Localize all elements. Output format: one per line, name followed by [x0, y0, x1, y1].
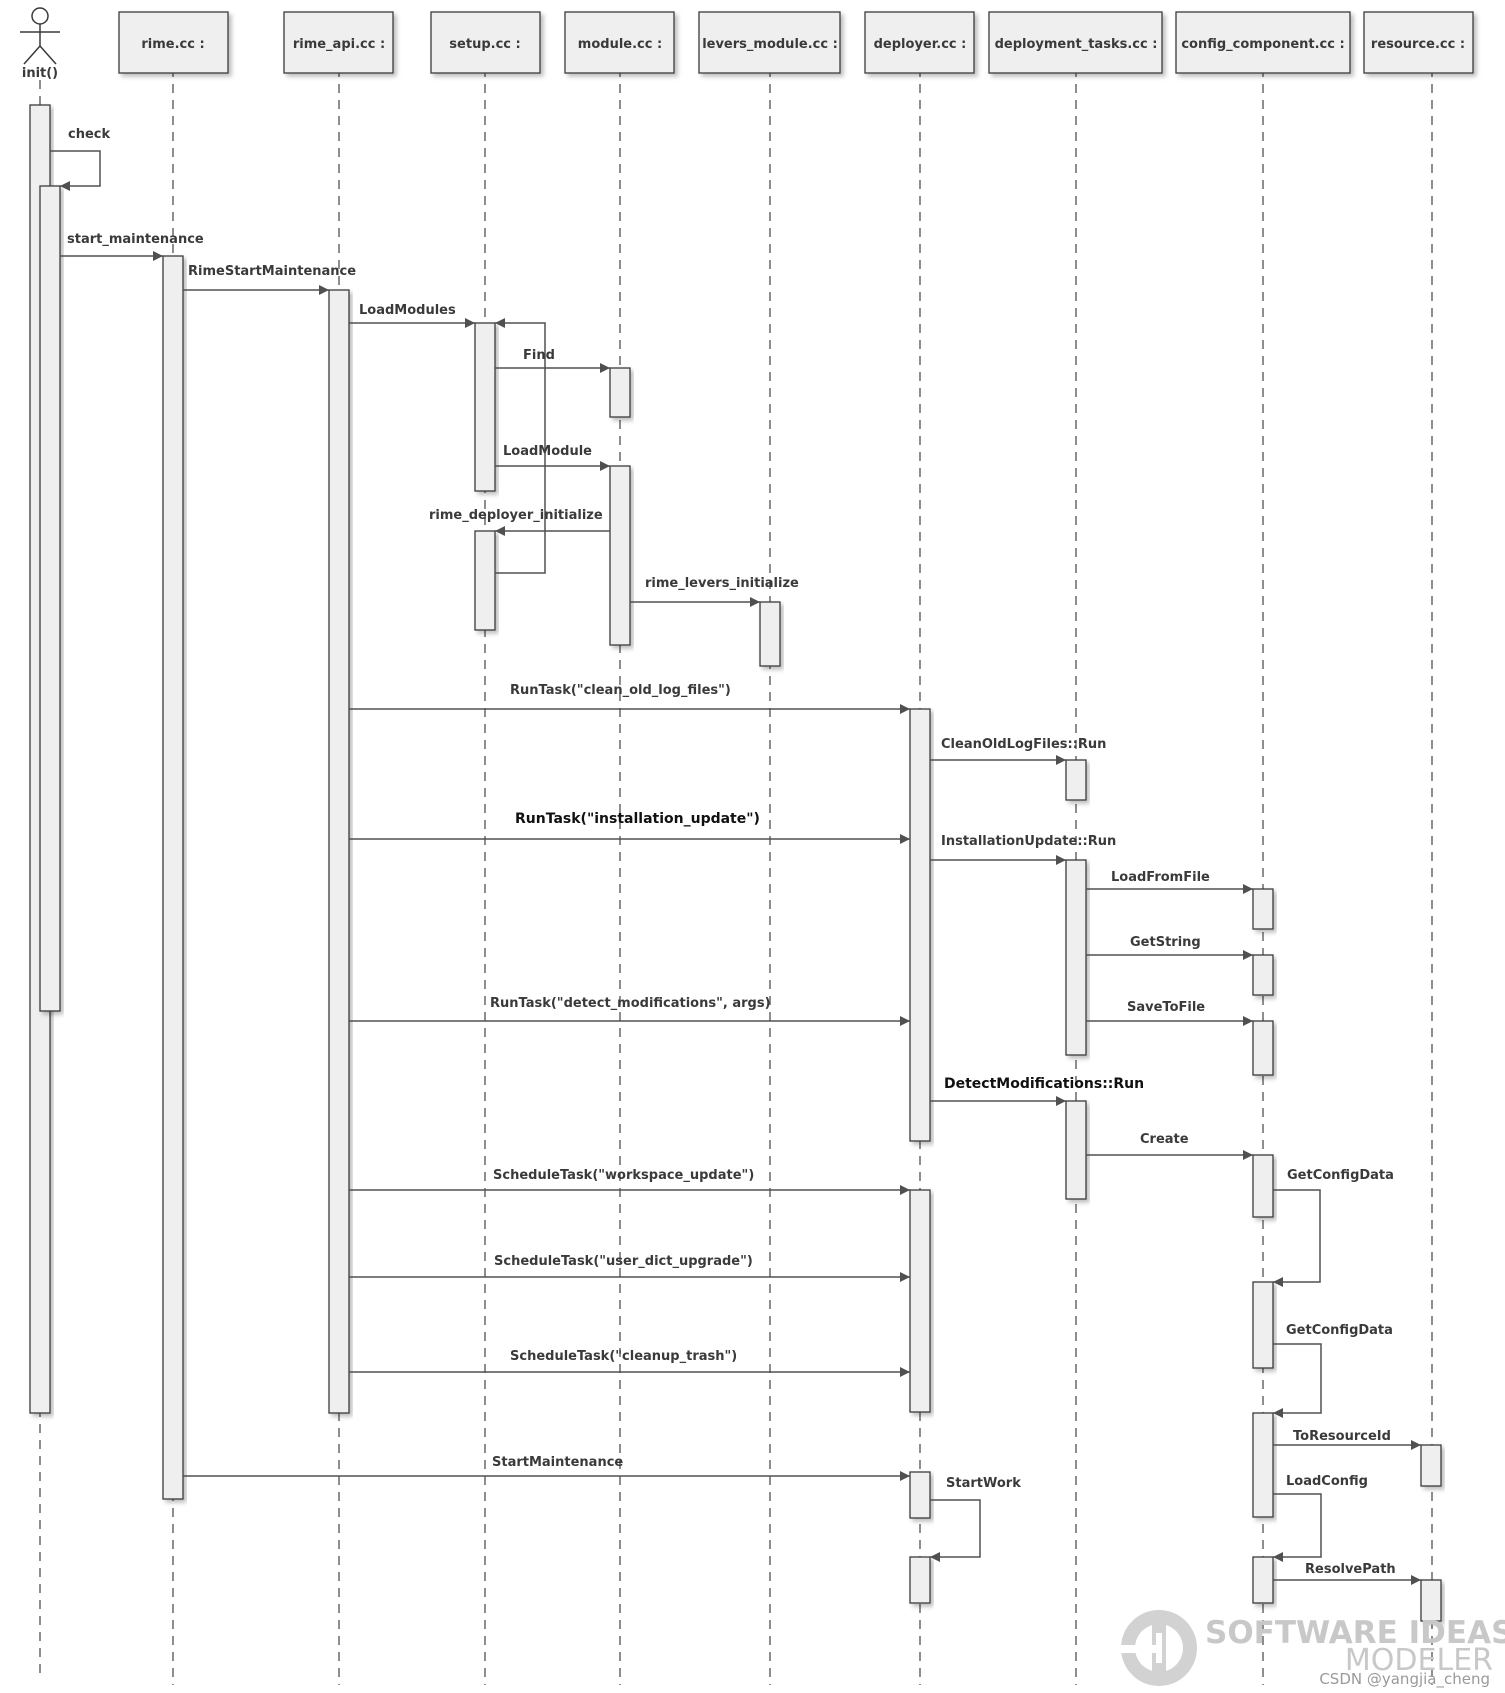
activation-bar	[474, 322, 496, 492]
activation-bar	[1252, 1020, 1274, 1076]
participant-levers-module[interactable]: levers_module.cc :	[698, 11, 841, 74]
participant-rime-api[interactable]: rime_api.cc :	[283, 11, 394, 74]
activation-bar	[1065, 859, 1087, 1056]
message-label: RunTask("detect_modifications", args)	[490, 996, 771, 1011]
message-label: ToResourceId	[1293, 1429, 1391, 1444]
message-label: StartWork	[946, 1476, 1021, 1491]
activation-bar	[909, 1189, 931, 1413]
activation-bar	[1065, 1100, 1087, 1200]
message-labels: check start_maintenance RimeStartMainten…	[67, 127, 1396, 1577]
activation-bar	[1252, 1154, 1274, 1218]
activation-bar	[1252, 954, 1274, 996]
message-arrows	[50, 150, 1421, 1585]
actor-stick-figure	[20, 7, 60, 65]
message-label: InstallationUpdate::Run	[941, 834, 1116, 849]
activation-bar	[39, 185, 61, 1012]
message-label: rime_deployer_initialize	[429, 508, 603, 523]
activation-bar	[909, 1556, 931, 1604]
message-label: RunTask("installation_update")	[515, 811, 760, 827]
message-label: ScheduleTask("cleanup_trash")	[510, 1349, 737, 1364]
participant-label: rime.cc :	[141, 37, 204, 52]
activation-bar	[1252, 1412, 1274, 1518]
software-ideas-logo	[1118, 1610, 1197, 1686]
activation-bar	[609, 465, 631, 646]
activation-bar	[909, 1471, 931, 1519]
message-arrow[interactable]	[930, 1499, 981, 1562]
activation-bar	[1252, 888, 1274, 930]
activation-bar	[609, 367, 631, 418]
participant-label: config_component.cc :	[1181, 37, 1344, 52]
message-label: LoadModules	[359, 303, 456, 318]
message-label: rime_levers_initialize	[645, 576, 799, 591]
message-label: ResolvePath	[1305, 1562, 1396, 1577]
activation-bar	[328, 289, 350, 1414]
message-label: start_maintenance	[67, 232, 204, 247]
message-label: GetString	[1130, 935, 1201, 950]
participant-deployer[interactable]: deployer.cc :	[864, 11, 975, 74]
message-label: DetectModifications::Run	[944, 1076, 1144, 1092]
participant-label: deployer.cc :	[874, 37, 967, 52]
participant-setup[interactable]: setup.cc :	[430, 11, 541, 74]
credit-text: CSDN @yangjia_cheng	[1319, 1670, 1490, 1689]
participant-module[interactable]: module.cc :	[564, 11, 675, 74]
actor-label: init()	[22, 66, 58, 81]
participant-label: module.cc :	[578, 37, 662, 52]
activation-bar	[474, 530, 496, 631]
message-label: CleanOldLogFiles::Run	[941, 737, 1106, 752]
participant-resource[interactable]: resource.cc :	[1363, 11, 1474, 74]
participant-rime[interactable]: rime.cc :	[118, 11, 229, 74]
message-label: LoadConfig	[1286, 1474, 1368, 1489]
participant-headers: rime.cc : rime_api.cc : setup.cc : modul…	[118, 11, 1474, 74]
message-arrow[interactable]	[50, 150, 101, 191]
message-label: LoadModule	[503, 444, 592, 459]
activation-bar	[162, 255, 184, 1500]
message-label: Find	[523, 348, 555, 363]
message-label: check	[68, 127, 110, 142]
participant-config-component[interactable]: config_component.cc :	[1175, 11, 1351, 74]
message-label: GetConfigData	[1286, 1323, 1393, 1338]
activation-bar	[1420, 1444, 1442, 1487]
participant-label: rime_api.cc :	[293, 37, 385, 52]
message-label: RunTask("clean_old_log_files")	[510, 683, 731, 698]
activation-bar	[1065, 759, 1087, 801]
activation-bars	[29, 104, 1442, 1622]
activation-bar	[1420, 1579, 1442, 1622]
participant-label: resource.cc :	[1371, 37, 1465, 52]
activation-bar	[759, 601, 781, 667]
message-arrow[interactable]	[1273, 1189, 1321, 1287]
participant-label: setup.cc :	[449, 37, 520, 52]
message-label: SaveToFile	[1127, 1000, 1205, 1015]
participant-label: levers_module.cc :	[702, 37, 838, 52]
lifelines	[39, 68, 1433, 1685]
message-arrow[interactable]	[495, 318, 546, 574]
message-arrow[interactable]	[1273, 1493, 1322, 1562]
message-label: Create	[1140, 1132, 1189, 1147]
message-label: ScheduleTask("workspace_update")	[493, 1168, 754, 1183]
participant-deployment-tasks[interactable]: deployment_tasks.cc :	[988, 11, 1163, 74]
message-label: ScheduleTask("user_dict_upgrade")	[494, 1254, 753, 1269]
watermark-line-2: MODELER	[1345, 1643, 1493, 1678]
watermark-line-1: SOFTWARE IDEAS	[1205, 1615, 1505, 1651]
message-arrow[interactable]	[1273, 1343, 1322, 1418]
participant-label: deployment_tasks.cc :	[995, 37, 1158, 52]
message-label: StartMaintenance	[492, 1455, 623, 1470]
message-label: GetConfigData	[1287, 1168, 1394, 1183]
activation-bar	[1252, 1281, 1274, 1369]
activation-bar	[909, 708, 931, 1142]
message-label: LoadFromFile	[1111, 870, 1210, 885]
message-label: RimeStartMaintenance	[188, 264, 356, 279]
activation-bar	[1252, 1556, 1274, 1604]
